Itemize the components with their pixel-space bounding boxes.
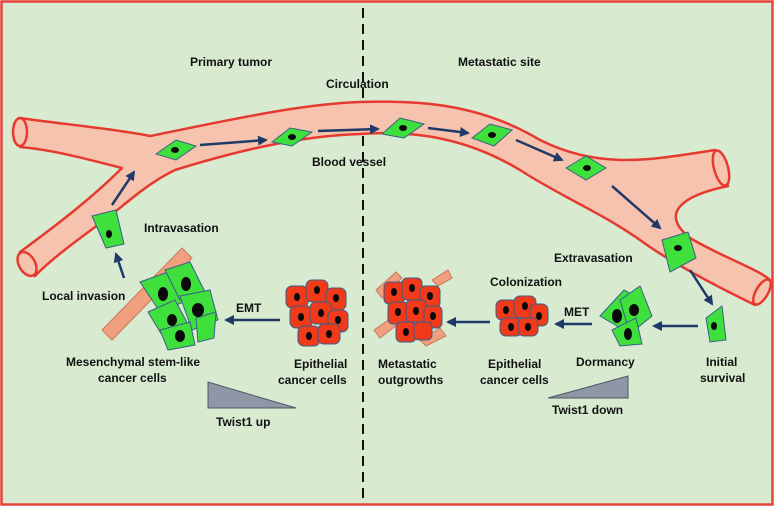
arrow-icon [611, 185, 662, 230]
arrow-icon [427, 126, 470, 137]
blood-vessel [11, 100, 772, 307]
label-epithelial-left-line1: Epithelial [294, 357, 347, 371]
epithelial-cluster-left [285, 279, 349, 347]
label-metastatic-site: Metastatic site [458, 55, 541, 69]
label-epithelial-right-line1: Epithelial [488, 357, 541, 371]
label-primary-tumor: Primary tumor [190, 55, 272, 69]
label-mesenchymal-line1: Mesenchymal stem-like [66, 355, 200, 369]
arrow-icon [515, 138, 564, 162]
label-circulation: Circulation [326, 77, 389, 91]
dormancy-cell-cluster [599, 285, 653, 347]
label-mesenchymal-line2: cancer cells [98, 371, 167, 385]
label-blood-vessel: Blood vessel [312, 155, 386, 169]
twist-up-gradient [207, 381, 297, 409]
arrow-icon [113, 252, 126, 279]
label-metastatic-outgrowths-line2: outgrowths [378, 373, 444, 387]
label-met: MET [564, 305, 590, 319]
arrow-icon [110, 170, 136, 206]
label-twist-up: Twist1 up [216, 415, 270, 429]
label-initial-survival-line2: survival [700, 371, 745, 385]
label-twist-down: Twist1 down [552, 403, 623, 417]
twist-down-gradient [547, 375, 629, 399]
mesenchymal-cell-cluster [139, 261, 219, 351]
label-emt: EMT [236, 301, 262, 315]
flow-arrows [110, 124, 714, 331]
label-local-invasion: Local invasion [42, 289, 125, 303]
metastatic-outgrowth-cluster [373, 269, 453, 347]
label-extravasation: Extravasation [554, 251, 633, 265]
label-intravasation: Intravasation [144, 221, 219, 235]
label-metastatic-outgrowths-line1: Metastatic [378, 357, 437, 371]
label-epithelial-right-line2: cancer cells [480, 373, 549, 387]
circulating-cells [91, 117, 727, 343]
arrow-icon [688, 269, 714, 306]
epithelial-cluster-right [495, 295, 549, 337]
label-initial-survival-line1: Initial [706, 355, 737, 369]
label-epithelial-left-line2: cancer cells [278, 373, 347, 387]
label-colonization: Colonization [490, 275, 562, 289]
label-dormancy: Dormancy [576, 355, 635, 369]
arrow-icon [199, 135, 268, 147]
arrow-icon [317, 124, 380, 135]
